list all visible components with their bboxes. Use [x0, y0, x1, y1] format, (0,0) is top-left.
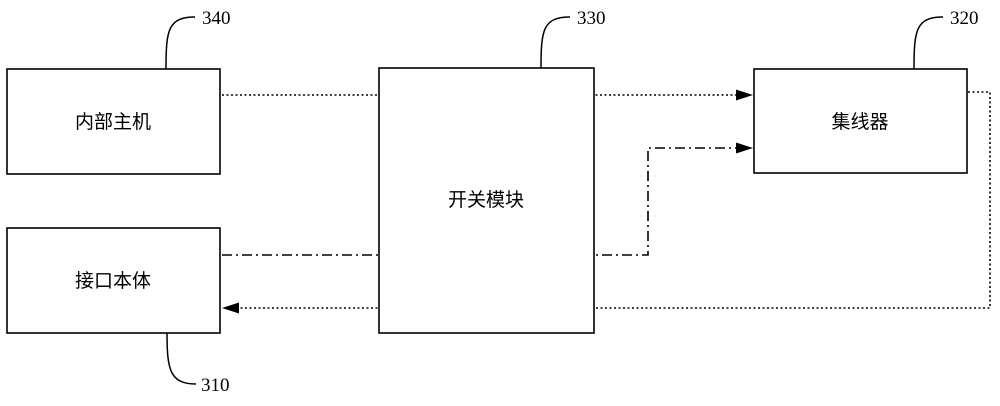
- leader-line-320: [913, 16, 944, 70]
- box-frame: [753, 68, 968, 174]
- reference-number-340: 340: [202, 8, 231, 29]
- box-frame: [6, 227, 221, 334]
- reference-number-320: 320: [950, 8, 979, 29]
- leader-line-330: [540, 16, 571, 69]
- dotted-line: [235, 91, 991, 309]
- box-label: 开关模块: [448, 189, 524, 211]
- connection-interface-body-to-hub: [222, 142, 753, 256]
- connection-hub-to-interface-body: [222, 91, 991, 314]
- connection-internal-host-to-hub: [222, 89, 753, 101]
- arrowhead: [736, 142, 753, 154]
- reference-number-310: 310: [201, 375, 230, 396]
- box-label: 集线器: [831, 111, 888, 133]
- box-label: 接口本体: [75, 270, 151, 292]
- leader-line-340: [165, 16, 196, 70]
- box-frame: [378, 67, 595, 334]
- interface-body-box: 接口本体: [6, 227, 221, 334]
- box-label: 内部主机: [75, 111, 151, 133]
- reference-number-330: 330: [577, 8, 606, 29]
- box-frame: [6, 68, 221, 175]
- hub-box: 集线器: [753, 68, 968, 174]
- internal-host-box: 内部主机: [6, 68, 221, 175]
- leader-line-310: [166, 332, 197, 385]
- arrowhead: [222, 302, 239, 314]
- arrowhead: [736, 89, 753, 101]
- switch-module-box: 开关模块: [378, 67, 595, 334]
